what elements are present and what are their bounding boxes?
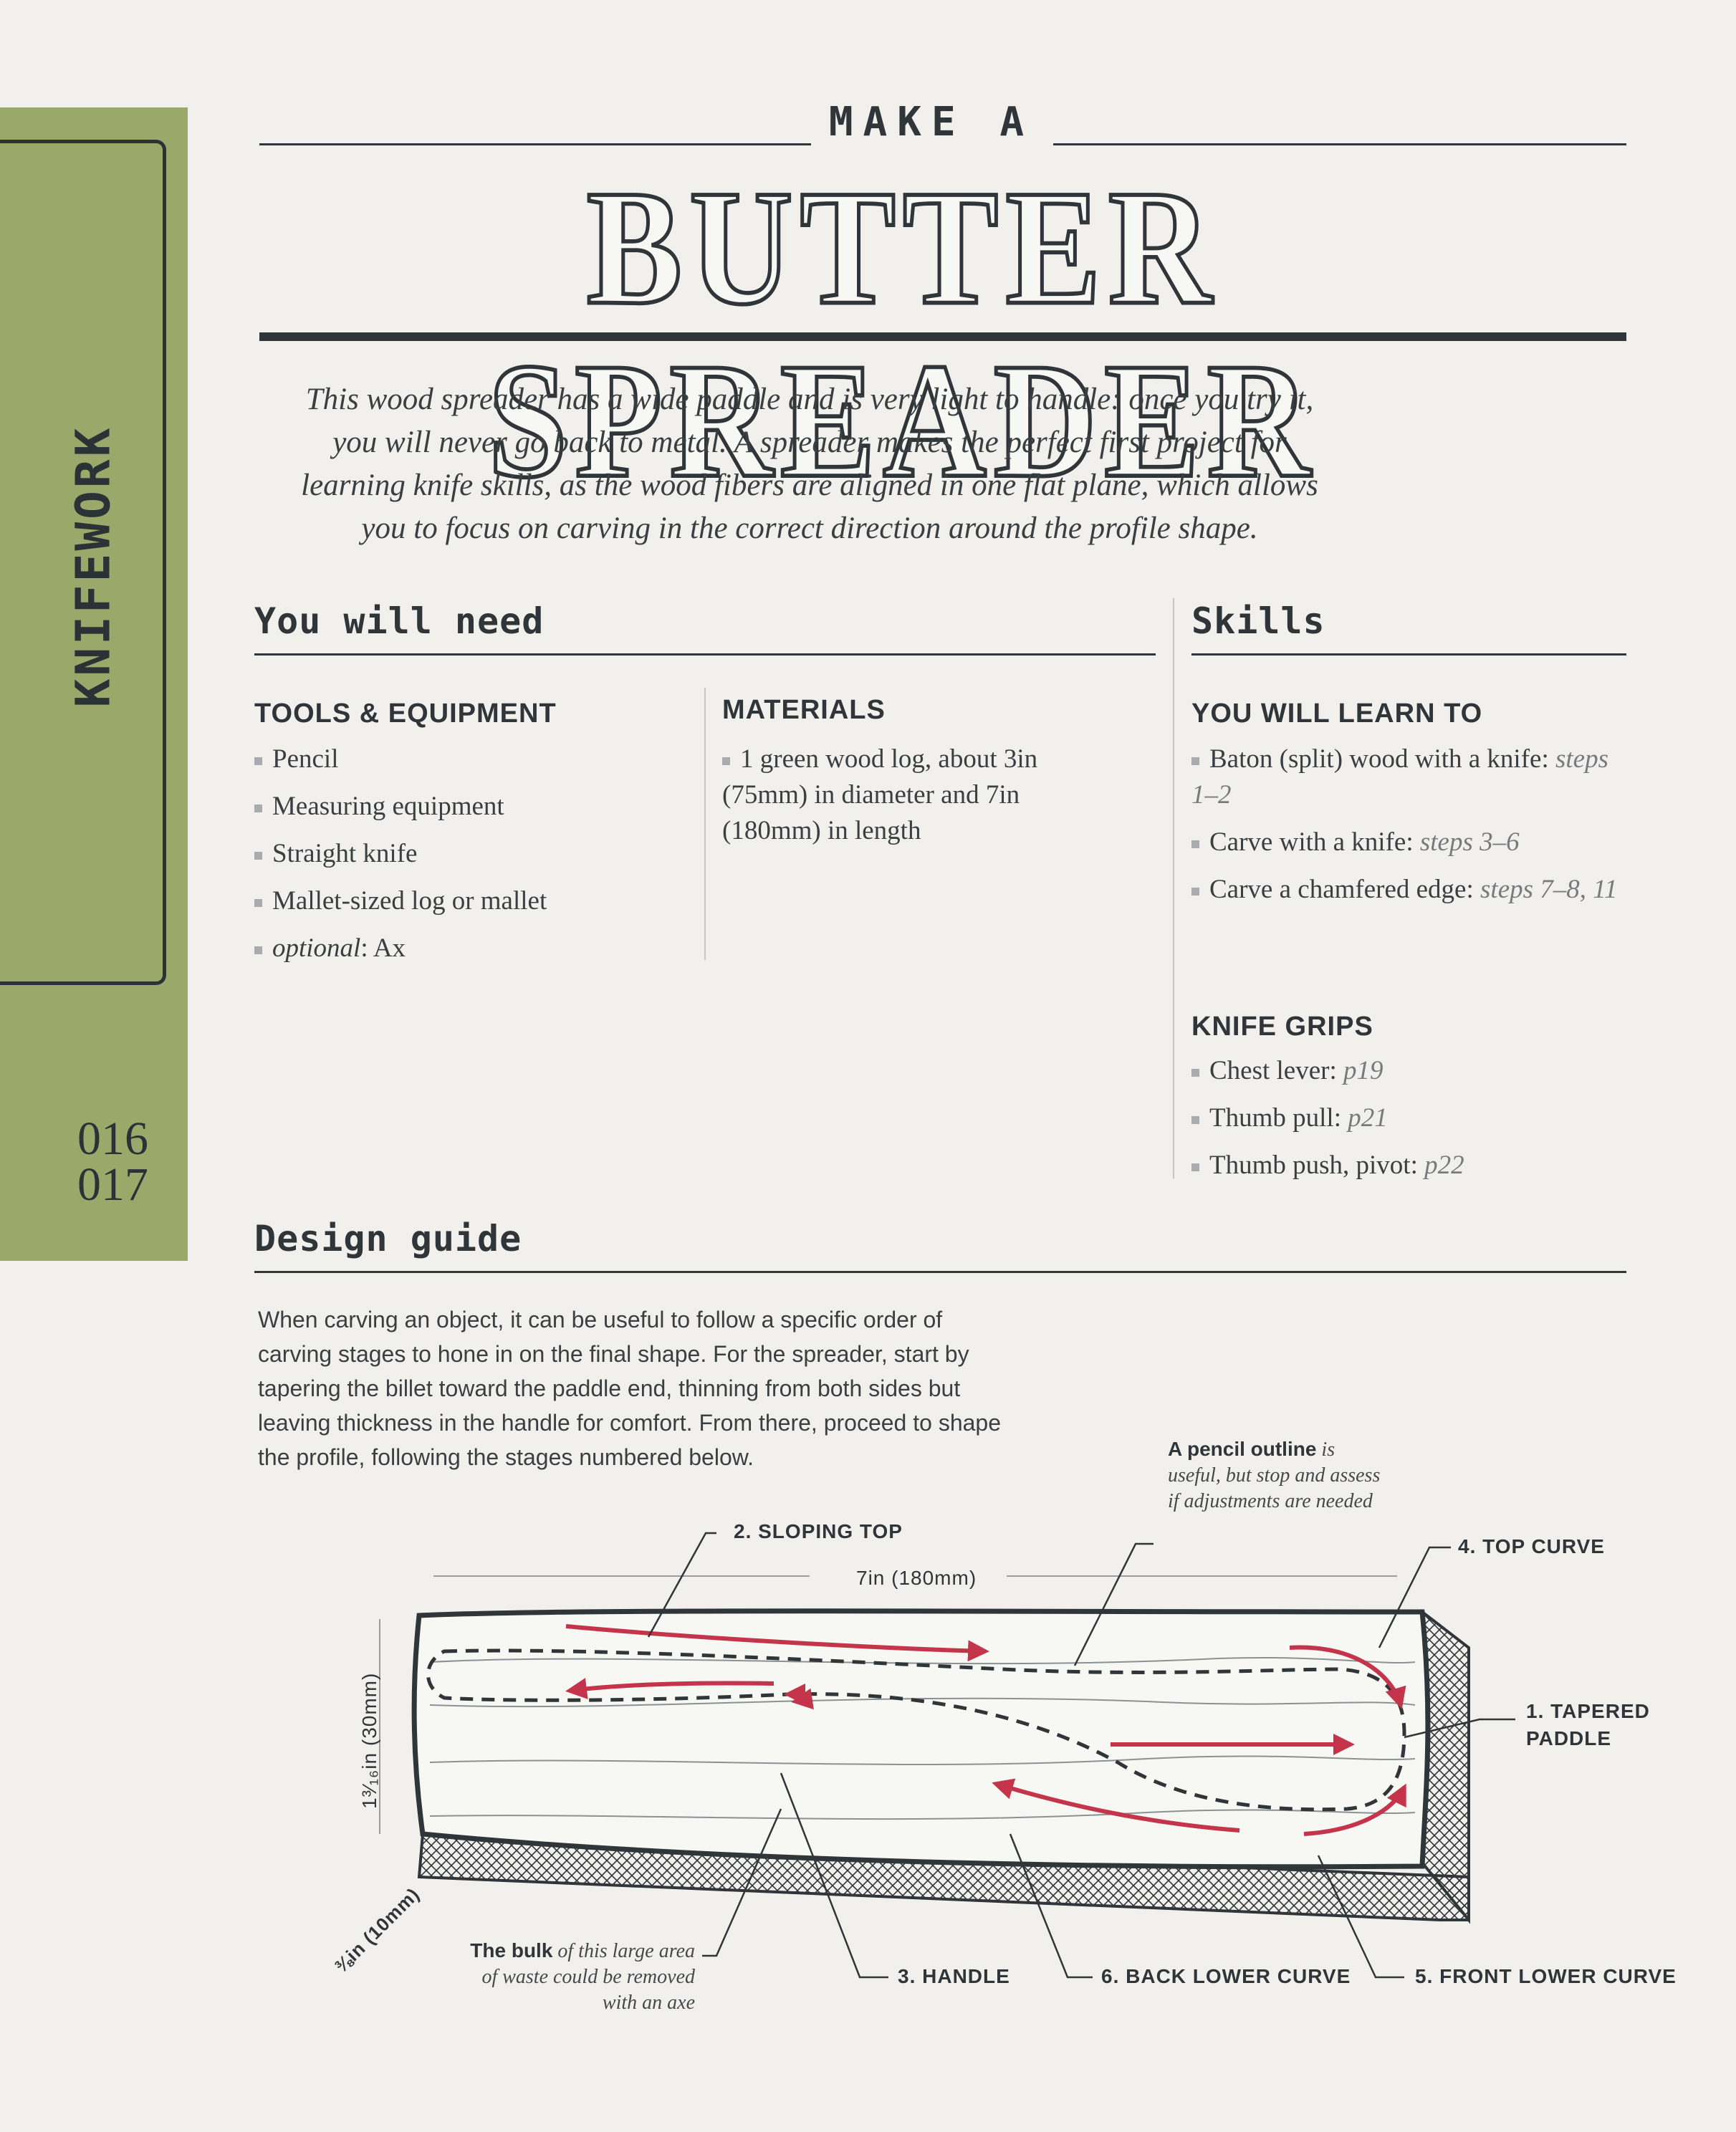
- bullet-icon: [722, 757, 730, 766]
- bullet-icon: [254, 899, 262, 908]
- skills-divider: [1173, 598, 1174, 1178]
- chapter-tab: [0, 107, 188, 1261]
- bullet-icon: [1191, 1116, 1199, 1125]
- bullet-icon: [1191, 1163, 1199, 1172]
- dimension-lines: [379, 1575, 1397, 1834]
- bullet-icon: [254, 852, 262, 860]
- page-title: Butter Spreader: [486, 157, 1318, 512]
- learn-list: Baton (split) wood with a knife: steps 1…: [1191, 741, 1629, 919]
- label-handle: 3. HANDLE: [898, 1965, 1010, 1987]
- column-divider: [704, 688, 706, 960]
- label-tapered-paddle-line2: PADDLE: [1526, 1727, 1611, 1749]
- bullet-icon: [254, 757, 262, 766]
- page-number-left: 016: [77, 1113, 148, 1165]
- log-bottom-face: [417, 1832, 1470, 1921]
- design-rule: [254, 1271, 1626, 1273]
- arrow-front-lower: [1303, 1783, 1406, 1836]
- materials-heading: MATERIALS: [722, 695, 886, 725]
- depth-dimension: ⅜in (10mm): [330, 1883, 423, 1977]
- skills-rule: [1191, 653, 1626, 656]
- tools-list: Pencil Measuring equipment Straight knif…: [254, 741, 699, 978]
- list-item: Straight knife: [254, 836, 699, 872]
- bullet-icon: [1191, 1069, 1199, 1077]
- page-number-right: 017: [77, 1158, 148, 1211]
- you-will-need-heading: You will need: [254, 600, 545, 642]
- label-front-lower-curve: 5. FRONT LOWER CURVE: [1415, 1965, 1677, 1987]
- intro-paragraph: This wood spreader has a wide paddle and…: [301, 383, 1318, 545]
- list-item: Thumb push, pivot: p22: [1191, 1148, 1629, 1183]
- label-top-curve: 4. TOP CURVE: [1458, 1535, 1605, 1557]
- learn-heading: YOU WILL LEARN TO: [1191, 698, 1483, 729]
- list-item: Baton (split) wood with a knife: steps 1…: [1191, 744, 1608, 810]
- title-underline: [259, 332, 1626, 341]
- skills-heading: Skills: [1191, 600, 1325, 642]
- list-item: Carve with a knife: steps 3–6: [1191, 825, 1629, 860]
- design-guide-paragraph: When carving an object, it can be useful…: [258, 1307, 1001, 1470]
- grips-heading: KNIFE GRIPS: [1191, 1012, 1373, 1042]
- bullet-icon: [1191, 757, 1199, 766]
- grips-list: Chest lever: p19 Thumb pull: p21 Thumb p…: [1191, 1053, 1629, 1195]
- list-item: Mallet-sized log or mallet: [254, 883, 699, 919]
- list-item: Carve a chamfered edge: steps 7–8, 11: [1191, 872, 1629, 908]
- pencil-outline-note: A pencil outline is useful, but stop and…: [1168, 1438, 1381, 1512]
- header-rule-left: [259, 143, 811, 145]
- list-item: 1 green wood log, about 3in (75mm) in di…: [722, 744, 1038, 845]
- design-guide-heading: Design guide: [254, 1218, 522, 1259]
- log-front-face: [411, 1608, 1431, 1870]
- label-tapered-paddle-line1: 1. TAPERED: [1526, 1700, 1650, 1722]
- bullet-icon: [1191, 888, 1199, 896]
- bullet-icon: [1191, 840, 1199, 849]
- list-item: optional: Ax: [254, 931, 699, 966]
- list-item: Chest lever: p19: [1191, 1053, 1629, 1089]
- arrow-sloping-top: [565, 1624, 989, 1662]
- bullet-icon: [254, 805, 262, 813]
- arrow-back-lower: [992, 1778, 1240, 1833]
- arrow-handle: [565, 1678, 775, 1699]
- bulk-waste-note: The bulk of this large area of waste cou…: [470, 1939, 695, 2014]
- list-item: Thumb pull: p21: [1191, 1100, 1629, 1136]
- label-sloping-top: 2. SLOPING TOP: [734, 1520, 903, 1542]
- length-dimension: 7in (180mm): [856, 1567, 977, 1589]
- list-item: Measuring equipment: [254, 789, 699, 825]
- log-block: [411, 1608, 1470, 1924]
- height-dimension: 1³⁄₁₆in (30mm): [358, 1673, 380, 1809]
- need-rule: [254, 653, 1156, 656]
- label-back-lower-curve: 6. BACK LOWER CURVE: [1101, 1965, 1351, 1987]
- carving-direction-arrows: [565, 1624, 1406, 1836]
- bullet-icon: [254, 946, 262, 955]
- tools-heading: TOOLS & EQUIPMENT: [254, 698, 557, 729]
- header-rule-right: [1053, 143, 1626, 145]
- list-item: Pencil: [254, 741, 699, 777]
- materials-list: 1 green wood log, about 3in (75mm) in di…: [722, 741, 1123, 860]
- chapter-tab-frame: [0, 140, 166, 985]
- pencil-outline: [426, 1648, 1406, 1812]
- title-kicker: MAKE A: [828, 99, 1035, 145]
- arrow-top-curve: [1289, 1645, 1406, 1709]
- leader-lines: [647, 1532, 1515, 1979]
